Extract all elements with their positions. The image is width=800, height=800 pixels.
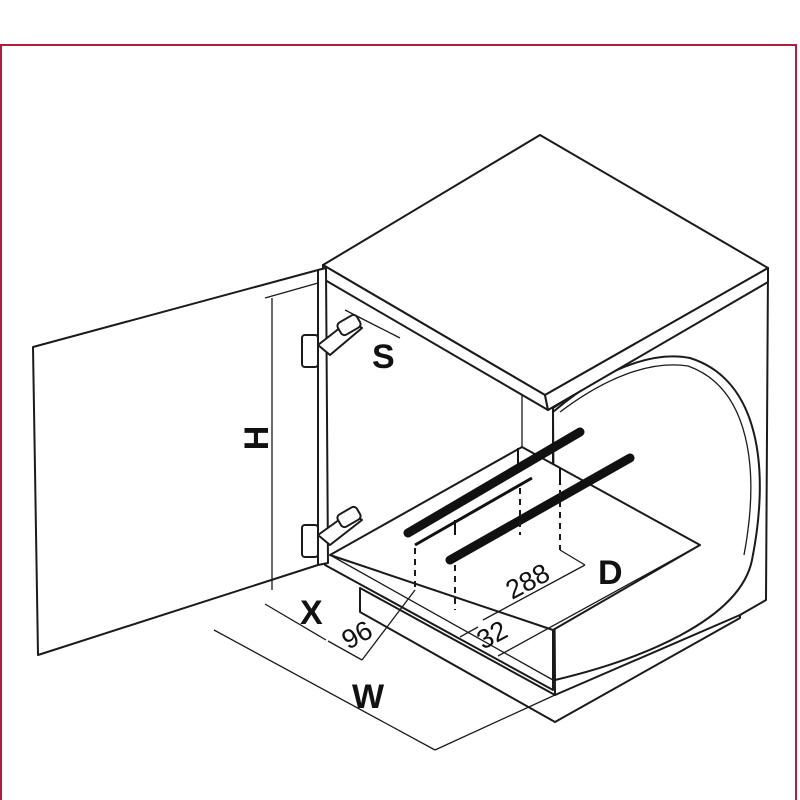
hinge-top (301, 313, 363, 368)
hinge-bottom (301, 505, 363, 558)
label-depth: D (598, 554, 623, 592)
label-offset: X (300, 594, 323, 632)
drawer-rail-left (403, 427, 585, 547)
cabinet-door (32, 267, 329, 656)
drawer-rail-right (445, 453, 635, 565)
frame-border (0, 44, 797, 800)
label-height: H (238, 426, 276, 451)
dimension-lines (213, 282, 701, 751)
label-spacing: S (372, 338, 395, 376)
label-width: W (352, 678, 385, 716)
projection-lines (414, 488, 561, 610)
cabinet-top (322, 134, 769, 411)
